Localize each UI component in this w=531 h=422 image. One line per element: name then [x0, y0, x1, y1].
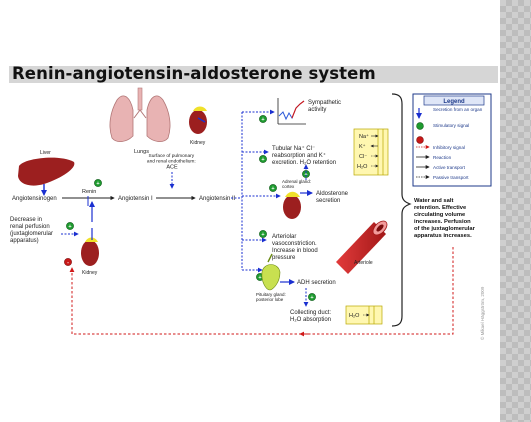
- title-bar: [9, 66, 498, 83]
- legend-box: [412, 93, 492, 187]
- lungs-icon: [109, 87, 171, 142]
- water-salt-retention-label: Water and salt retention. Effective circ…: [414, 198, 477, 239]
- arteriolar-label: Arteriolar vasoconstriction. Increase in…: [272, 234, 319, 261]
- legend-stimulatory-symbol: [416, 122, 424, 130]
- adrenal-gland-icon: [283, 191, 301, 219]
- h2o-transport-box: [345, 305, 383, 325]
- ion-k: K⁺: [359, 143, 366, 150]
- kidney-icon: [81, 228, 99, 266]
- summary-bracket: [391, 93, 412, 327]
- angiotensin2-label: Angiotensin II: [199, 196, 236, 202]
- kidney-icon: [189, 106, 207, 134]
- arteriole-icon: [336, 220, 388, 274]
- endothelium-label: Surface of pulmonary and renal endotheli…: [147, 153, 197, 171]
- sympathetic-graph-icon: [277, 98, 306, 125]
- decrease-perfusion-label: Decrease in renal perfusion (juxtaglomer…: [10, 217, 55, 244]
- legend-title: Legend: [443, 99, 465, 105]
- tubular-label: Tubular Na⁺ Cl⁻ reabsorption and K⁺ excr…: [272, 145, 336, 166]
- aldosterone-label: Aldosterone secretion: [316, 191, 350, 204]
- legend-inhibitory-marker-symbol: [416, 136, 424, 144]
- kidney-bottom-label: Kidney: [82, 270, 98, 276]
- legend-item-passive: Passive transport: [433, 175, 469, 180]
- ion-transport-box: [353, 128, 389, 176]
- angiotensin1-label: Angiotensin I: [118, 196, 153, 202]
- legend-item-stimulatory: Stimulatory signal: [433, 123, 469, 128]
- svg-text:+: +: [68, 224, 71, 230]
- ion-na: Na⁺: [359, 133, 369, 140]
- adrenal-label: Adrenal gland: cortex: [282, 179, 312, 189]
- legend-item-secretion: Secretion from an organ: [433, 107, 483, 112]
- inhibitory-feedback-line: [69, 247, 454, 335]
- adh-label: ADH secretion: [297, 280, 336, 286]
- liver-label: Liver: [40, 150, 51, 156]
- stimulatory-marker: [66, 222, 74, 230]
- page-title: Renin-angiotensin-aldosterone system: [12, 64, 376, 83]
- liver-icon: [18, 157, 75, 190]
- legend-item-active: Active transport: [433, 165, 466, 170]
- renin-label: Renin: [82, 189, 96, 195]
- legend-item-inhibitory: Inhibitory signal: [433, 145, 465, 150]
- copyright-text: © Mikael Häggström, 2009: [479, 286, 485, 340]
- ion-h2o: H₂O: [357, 164, 368, 170]
- svg-text:-: -: [67, 260, 69, 266]
- svg-text:+: +: [261, 157, 264, 163]
- inhibitory-marker: [64, 258, 72, 266]
- svg-text:+: +: [310, 295, 313, 301]
- h2o-box-label: H₂O: [349, 313, 360, 319]
- stimulatory-marker: [94, 179, 102, 187]
- legend-item-reaction: Reaction: [433, 155, 452, 160]
- sympathetic-label: Sympathetic activity: [308, 100, 343, 113]
- collecting-duct-label: Collecting duct: H₂O absorption: [290, 310, 333, 323]
- svg-text:Secretion from an organ: Secretion from an organ: [433, 107, 483, 112]
- side-scroll-strip: [500, 0, 531, 422]
- svg-text:+: +: [271, 186, 274, 192]
- angiotensinogen-label: Angiotensinogen: [12, 196, 57, 202]
- legend-items: Secretion from an organ Stimulatory sign…: [433, 107, 483, 180]
- svg-text:+: +: [261, 117, 264, 123]
- pituitary-label: Pituitary gland: posterior lobe: [256, 292, 287, 302]
- svg-text:+: +: [96, 181, 99, 187]
- svg-text:+: +: [261, 232, 264, 238]
- lungs-label: Lungs: [134, 149, 149, 155]
- arteriole-label: Arteriole: [354, 260, 373, 266]
- svg-text:+: +: [258, 275, 261, 281]
- pituitary-icon: [261, 253, 281, 291]
- kidney-top-label: Kidney: [190, 140, 206, 146]
- ion-cl: Cl⁻: [359, 154, 367, 160]
